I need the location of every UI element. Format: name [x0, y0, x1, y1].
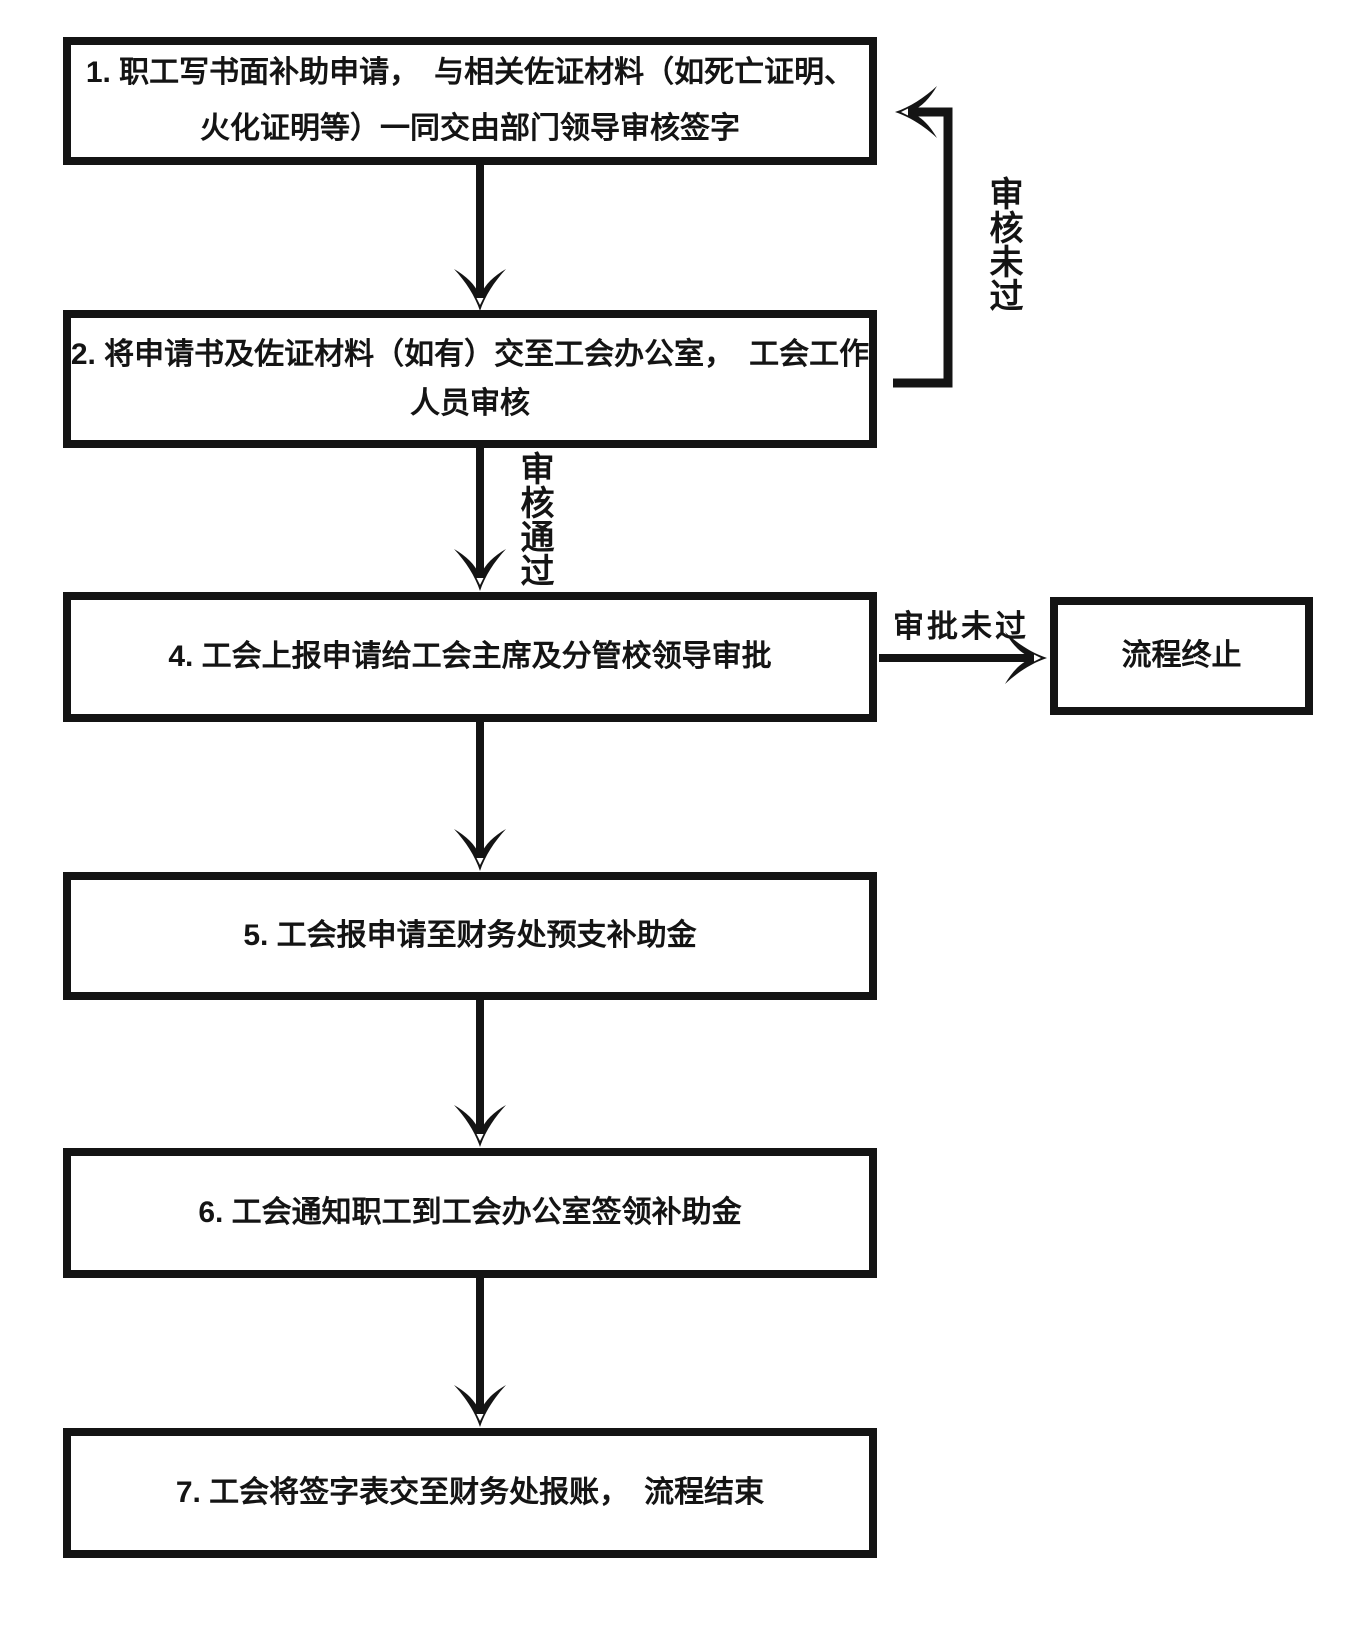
edge-label-approval-not-passed: 审批未过	[893, 609, 1029, 644]
arrow-step5-to-step6	[454, 1000, 506, 1147]
step2-text-line1: 2. 将申请书及佐证材料（如有）交至工会办公室， 工会工作	[70, 338, 870, 371]
step6-box: 6. 工会通知职工到工会办公室签领补助金	[63, 1148, 877, 1278]
step6-text-line1: 6. 工会通知职工到工会办公室签领补助金	[198, 1196, 742, 1229]
step7-box: 7. 工会将签字表交至财务处报账， 流程结束	[63, 1428, 877, 1558]
step4-box: 4. 工会上报申请给工会主席及分管校领导审批	[63, 592, 877, 722]
step1-text-line2: 火化证明等）一同交由部门领导审核签字	[200, 112, 740, 145]
step5-box: 5. 工会报申请至财务处预支补助金	[63, 872, 877, 1000]
arrow-step2-back-to-step1	[893, 86, 953, 388]
step4-text-line1: 4. 工会上报申请给工会主席及分管校领导审批	[168, 640, 772, 673]
step2-box: 2. 将申请书及佐证材料（如有）交至工会办公室， 工会工作 人员审核	[63, 310, 877, 448]
step5-text-line1: 5. 工会报申请至财务处预支补助金	[243, 919, 697, 952]
step1-box: 1. 职工写书面补助申请， 与相关佐证材料（如死亡证明、 火化证明等）一同交由部…	[63, 37, 877, 165]
arrow-step6-to-step7	[454, 1278, 506, 1427]
arrow-step2-to-step4	[454, 448, 506, 591]
arrow-step4-to-step5	[454, 722, 506, 871]
step7-text-line1: 7. 工会将签字表交至财务处报账， 流程结束	[175, 1476, 765, 1509]
step2-text-line2: 人员审核	[410, 387, 530, 420]
step1-text-line1: 1. 职工写书面补助申请， 与相关佐证材料（如死亡证明、	[85, 56, 855, 89]
terminate-box: 流程终止	[1050, 597, 1313, 715]
arrow-step4-to-terminate	[879, 632, 1047, 684]
edge-label-review-passed: 审核通过	[515, 451, 553, 587]
arrow-step1-to-step2	[454, 163, 506, 311]
edge-label-review-not-passed: 审核未过	[984, 176, 1022, 312]
terminate-text-line1: 流程终止	[1121, 639, 1242, 672]
